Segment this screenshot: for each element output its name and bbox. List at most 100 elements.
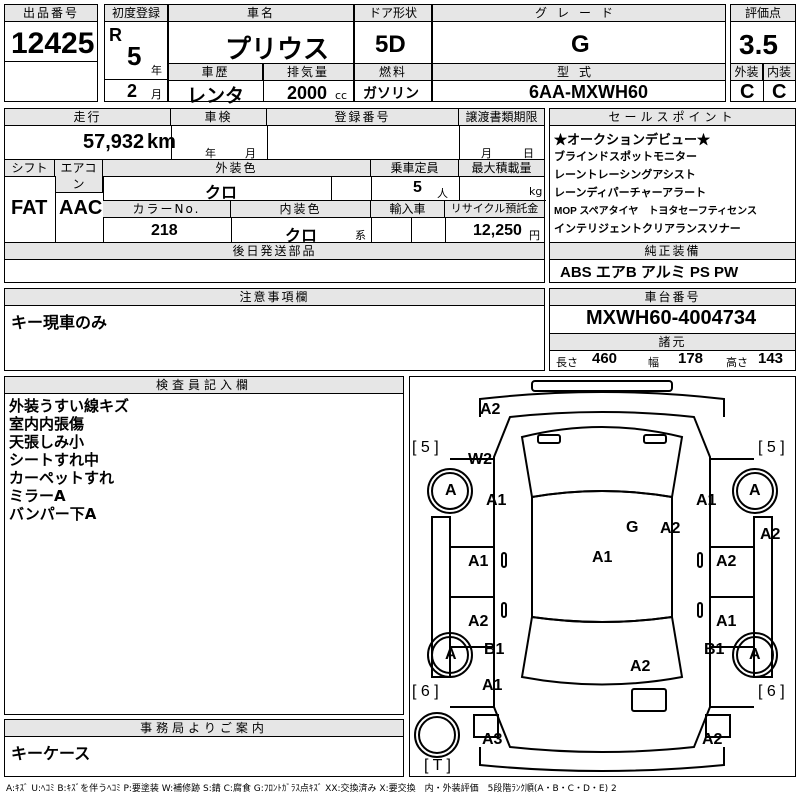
shift-label: シフト — [5, 160, 55, 177]
sales-block: セールスポイント ★オークションデビュー★ ブラインドスポットモニター レーント… — [549, 108, 796, 283]
transfer-label: 譲渡書類期限 — [459, 109, 544, 126]
tire-label-rr: [ 6 ] — [758, 683, 785, 700]
damage-diagram: [ 5 ] [ 5 ] [ 6 ] [ 6 ] [ T ] A A A A A2… — [409, 376, 796, 777]
recycle-value: 12,250 — [473, 222, 522, 239]
header-block: 出品番号 12425 初度登録 R 5 年 2 月 車名 プリウス 車歴 排気量… — [4, 4, 796, 107]
capacity-value: 5 — [413, 179, 422, 196]
first-reg-label: 初度登録 — [105, 5, 167, 22]
mark-left-rear-corner: A1 — [482, 677, 503, 694]
mark-windshield: G — [626, 519, 639, 536]
history-value: レンタ — [187, 86, 245, 107]
fuel-value: ガソリン — [363, 85, 419, 101]
ext-score: C — [740, 81, 755, 103]
tire-label-fr: [ 5 ] — [758, 439, 785, 456]
chassis-value: MXWH60-4004734 — [586, 307, 757, 329]
car-name-cell: 車名 プリウス 車歴 排気量 レンタ 2000 cc — [168, 4, 354, 107]
wheel-mark-rl: A — [445, 646, 457, 663]
mark-right-step: A2 — [760, 526, 781, 543]
score-cell: 評価点 3.5 外装 内装 C C — [730, 4, 796, 103]
equipment-value: ABS エアB アルミ PS PW — [560, 264, 739, 281]
later-parts-label: 後日発送部品 — [5, 243, 544, 260]
car-outline — [414, 380, 778, 772]
caution-block: 注意事項欄 キー現車のみ — [4, 288, 545, 371]
displacement-value: 2000 — [287, 83, 328, 103]
tire-label-rl: [ 6 ] — [412, 683, 439, 700]
ext-score-label: 外装 — [731, 64, 763, 81]
equipment-label: 純正装備 — [550, 243, 795, 260]
color-no-label: カラーNo. — [103, 201, 231, 218]
legend: A:ｷｽﾞ U:ﾍｺﾐ B:ｷｽﾞを伴うﾍｺﾐ P:要塗装 W:補修跡 S:錆 … — [6, 784, 617, 794]
chassis-block: 車台番号 MXWH60-4004734 諸元 長さ 460 幅 178 高さ 1… — [549, 288, 796, 371]
mark-left-front-door: A1 — [468, 553, 489, 570]
doors-label: ドア形状 — [355, 5, 431, 22]
aircon-value: AAC — [59, 197, 103, 219]
aircon-label: エアコン — [55, 160, 103, 193]
model-value: 6AA-MXWH60 — [529, 82, 649, 102]
car-name: プリウス — [225, 34, 330, 64]
inspection-label: 車検 — [171, 109, 267, 126]
mark-left-quarter: B1 — [484, 641, 505, 658]
mark-right-fender: A1 — [696, 492, 717, 509]
inspector-lines: 外装うすい線キズ 室内内張傷 天張しみ小 シートすれ中 カーペットすれ ミラーA… — [9, 397, 130, 523]
era: R — [109, 25, 122, 45]
height-value: 143 — [758, 350, 784, 367]
office-value: キーケース — [11, 744, 91, 763]
mileage-value: 57,932 — [83, 131, 145, 153]
length-value: 460 — [592, 350, 618, 367]
capacity-label: 乗車定員 — [371, 160, 459, 177]
mark-left-rear-door: A2 — [468, 613, 489, 630]
lot-label: 出品番号 — [5, 5, 97, 22]
mark-roof: A1 — [592, 549, 613, 566]
mark-front-left-corner: W2 — [468, 451, 492, 468]
lot-cell: 出品番号 12425 — [4, 4, 98, 102]
int-score-label: 内装 — [763, 64, 795, 81]
history-label: 車歴 — [169, 64, 263, 81]
model-label: 型式 — [433, 64, 725, 81]
wheel-mark-fl: A — [445, 482, 457, 499]
first-reg-cell: 初度登録 R 5 年 2 月 — [104, 4, 168, 102]
mileage-label: 走行 — [5, 109, 171, 126]
caution-value: キー現車のみ — [11, 313, 108, 332]
inspector-block: 検査員記入欄 外装うすい線キズ 室内内張傷 天張しみ小 シートすれ中 カーペット… — [4, 376, 404, 715]
mark-right-front-door: A2 — [716, 553, 737, 570]
score-label: 評価点 — [731, 5, 795, 22]
dims-label: 諸元 — [550, 334, 795, 351]
office-block: 事務局よりご案内 キーケース — [4, 719, 404, 777]
tire-label-fl: [ 5 ] — [412, 439, 439, 456]
reg-month: 2 — [127, 81, 138, 101]
fuel-label: 燃料 — [355, 64, 431, 81]
reg-year: 5 — [127, 41, 142, 71]
car-name-label: 車名 — [169, 5, 353, 22]
grade-cell: グレード G 型式 6AA-MXWH60 — [432, 4, 726, 102]
sales-lines: ★オークションデビュー★ ブラインドスポットモニター レーントレーシングアシスト… — [554, 132, 757, 235]
wheel-mark-rr: A — [749, 646, 761, 663]
plate-label: 登録番号 — [267, 109, 459, 126]
mark-rear-bumper-left: A3 — [482, 731, 503, 748]
sales-label: セールスポイント — [550, 109, 795, 126]
ext-color-label: 外装色 — [103, 160, 371, 177]
mark-rear-bumper-right: A2 — [702, 731, 723, 748]
doors-value: 5D — [375, 31, 406, 58]
lot-number: 12425 — [11, 27, 95, 60]
details-block: 走行 車検 登録番号 譲渡書類期限 57,932 km 年 月 月 日 シフト … — [4, 108, 546, 283]
mark-right-rear-door: A1 — [716, 613, 737, 630]
width-value: 178 — [678, 350, 704, 367]
ext-color-value: クロ — [205, 185, 238, 202]
mark-left-fender: A1 — [486, 492, 507, 509]
score-value: 3.5 — [739, 29, 778, 60]
mark-front-bumper: A2 — [480, 401, 501, 418]
int-color-value: クロ — [285, 228, 318, 245]
inspector-label: 検査員記入欄 — [5, 377, 403, 394]
mark-right-pillar: A2 — [660, 520, 681, 537]
office-label: 事務局よりご案内 — [5, 720, 403, 737]
shift-value: FAT — [11, 197, 48, 219]
wheel-mark-fr: A — [749, 482, 761, 499]
recycle-label: リサイクル預託金 — [445, 201, 544, 218]
mark-rear-glass: A2 — [630, 658, 651, 675]
doors-cell: ドア形状 5D 燃料 ガソリン — [354, 4, 432, 102]
max-load-label: 最大積載量 — [459, 160, 544, 177]
chassis-label: 車台番号 — [550, 289, 795, 306]
grade-label: グレード — [433, 5, 725, 22]
color-no-value: 218 — [151, 222, 178, 239]
int-color-label: 内装色 — [231, 201, 371, 218]
